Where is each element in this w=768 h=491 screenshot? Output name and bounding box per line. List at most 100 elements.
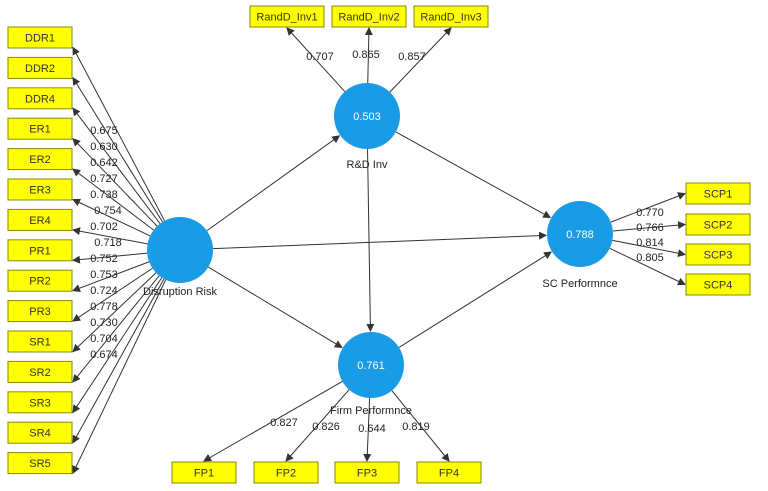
indicator-sr4[interactable]: SR4 (7, 421, 73, 444)
indicator-label: SR2 (29, 367, 50, 379)
indicator-box (685, 243, 751, 266)
construct-name: R&D Inv (347, 159, 388, 171)
indicator-ddr2[interactable]: DDR2 (7, 56, 73, 79)
indicator-box (249, 5, 325, 28)
indicator-label: SR4 (29, 428, 50, 440)
indicator-label: PR3 (29, 306, 50, 318)
indicator-fp3[interactable]: FP3 (334, 461, 400, 484)
indicator-er3[interactable]: ER3 (7, 178, 73, 201)
construct-circle (334, 83, 400, 149)
indicator-ddr1[interactable]: DDR1 (7, 26, 73, 49)
indicator-sr2[interactable]: SR2 (7, 360, 73, 383)
indicator-scp1[interactable]: SCP1 (685, 182, 751, 205)
loading-value: 0.857 (398, 51, 426, 63)
loading-edge-ddr2 (72, 77, 164, 223)
indicator-sr5[interactable]: SR5 (7, 452, 73, 475)
indicator-label: SCP1 (704, 189, 733, 201)
indicator-label: ER4 (29, 215, 50, 227)
indicator-box (7, 360, 73, 383)
indicator-randd_inv2[interactable]: RandD_Inv2 (331, 5, 407, 28)
loading-value: 0.770 (636, 207, 664, 219)
loading-edge-scp1 (610, 192, 686, 223)
loading-edge-scp4 (609, 247, 686, 286)
indicator-pr3[interactable]: PR3 (7, 300, 73, 323)
path-disruption-to-firm (208, 266, 343, 348)
construct-disruption[interactable]: Disruption Risk (143, 217, 217, 298)
loading-edge-sr5 (72, 279, 167, 475)
indicator-label: FP3 (357, 468, 377, 480)
indicator-box (7, 452, 73, 475)
indicator-label: ER1 (29, 124, 50, 136)
indicator-box (171, 461, 237, 484)
loading-value: 0.865 (352, 49, 380, 61)
indicator-fp1[interactable]: FP1 (171, 461, 237, 484)
indicator-box (7, 269, 73, 292)
loading-edge-er4 (72, 227, 148, 245)
indicator-label: SR1 (29, 337, 50, 349)
loading-value: 0.727 (90, 173, 118, 185)
indicator-randd_inv3[interactable]: RandD_Inv3 (413, 5, 489, 28)
construct-name: SC Performnce (542, 278, 617, 290)
loading-value: 0.778 (90, 301, 118, 313)
indicator-ddr4[interactable]: DDR4 (7, 87, 73, 110)
edges-layer (72, 27, 686, 475)
indicator-scp4[interactable]: SCP4 (685, 273, 751, 296)
indicator-sr1[interactable]: SR1 (7, 330, 73, 353)
loading-edge-sr1 (72, 272, 157, 353)
indicator-scp2[interactable]: SCP2 (685, 213, 751, 236)
indicator-box (7, 87, 73, 110)
loading-value: 0.674 (90, 349, 118, 361)
loading-value: 0.730 (90, 317, 118, 329)
loading-edge-randd_inv2 (364, 27, 373, 84)
path-disruption-to-rd (206, 135, 341, 232)
loading-edge-ddr1 (72, 46, 166, 222)
indicator-label: ER3 (29, 185, 50, 197)
indicator-label: FP4 (439, 468, 459, 480)
indicator-randd_inv1[interactable]: RandD_Inv1 (249, 5, 325, 28)
indicator-box (7, 391, 73, 414)
indicator-scp3[interactable]: SCP3 (685, 243, 751, 266)
indicator-label: FP1 (194, 468, 214, 480)
loading-value: 0.738 (90, 189, 118, 201)
path-rd-to-firm (366, 148, 375, 333)
indicator-box (685, 273, 751, 296)
indicator-box (7, 148, 73, 171)
loading-value: 0.752 (90, 253, 118, 265)
indicator-label: RandD_Inv3 (420, 12, 481, 24)
loading-edge-fp2 (285, 389, 350, 462)
indicator-sr3[interactable]: SR3 (7, 391, 73, 414)
loading-value: 0.819 (402, 421, 430, 433)
construct-name: Firm Performnce (330, 405, 412, 417)
r-squared-value: 0.761 (357, 360, 385, 372)
indicator-label: PR1 (29, 245, 50, 257)
loading-value: 0.814 (636, 237, 664, 249)
loading-edge-fp1 (203, 381, 343, 462)
loading-value: 0.753 (90, 269, 118, 281)
loading-edge-sr4 (72, 278, 165, 444)
indicator-box (7, 300, 73, 323)
loading-edge-scp3 (612, 239, 686, 258)
loading-value: 0.630 (90, 141, 118, 153)
indicator-pr2[interactable]: PR2 (7, 269, 73, 292)
indicator-label: RandD_Inv1 (256, 12, 317, 24)
indicator-er1[interactable]: ER1 (7, 117, 73, 140)
indicator-er2[interactable]: ER2 (7, 148, 73, 171)
path-disruption-to-scp (212, 231, 548, 250)
indicator-er4[interactable]: ER4 (7, 208, 73, 231)
indicator-fp2[interactable]: FP2 (253, 461, 319, 484)
loading-edge-ddr4 (72, 107, 161, 224)
indicator-fp4[interactable]: FP4 (416, 461, 482, 484)
indicator-label: DDR2 (25, 63, 55, 75)
loading-value: 0.805 (636, 252, 664, 264)
loading-value: 0.724 (90, 285, 118, 297)
indicator-box (253, 461, 319, 484)
construct-circle (547, 201, 613, 267)
labels-layer: 0.6750.6300.6420.7270.7380.7540.7020.718… (90, 49, 664, 435)
indicator-label: SR3 (29, 397, 50, 409)
indicators-layer: DDR1DDR2DDR4ER1ER2ER3ER4PR1PR2PR3SR1SR2S… (7, 5, 751, 484)
indicator-pr1[interactable]: PR1 (7, 239, 73, 262)
